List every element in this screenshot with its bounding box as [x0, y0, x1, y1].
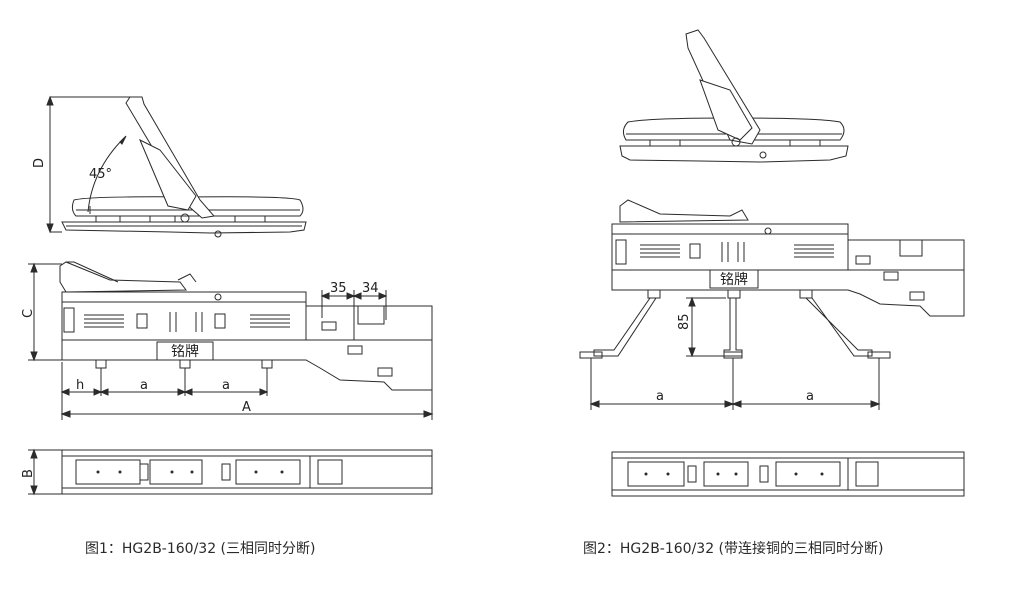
fig1-plan-fuse-1: [139, 463, 149, 481]
fig1-plan-fuse-2: [221, 463, 231, 481]
fig1-dim-A: A: [242, 400, 251, 415]
fig1-angle-arrow: [119, 135, 127, 145]
fig1-base: [61, 339, 433, 391]
fig1-angle-label: 45°: [89, 167, 112, 182]
fig1-nameplate: 铭牌: [171, 343, 199, 360]
fig2-body-screw: [764, 227, 772, 235]
fig1-side-view: 铭牌 C 35 34: [21, 261, 434, 420]
fig1-body-screw: [214, 293, 222, 301]
figure1-caption: 图1：HG2B-160/32 (三相同时分断): [85, 541, 316, 557]
fig1-C-label: C: [21, 309, 36, 318]
fig2-nameplate: 铭牌: [720, 271, 748, 288]
fig2-handle-bracket: [699, 79, 753, 141]
fig2-dim-a1: a: [656, 389, 664, 404]
fig1-slot-2: [214, 313, 226, 329]
fig1-springs: [84, 312, 290, 332]
fig2-plan-view: [611, 451, 965, 497]
fig2-springs: [640, 242, 834, 262]
fig2-plan-fuse-2: [759, 465, 769, 483]
fig1-dim-h: h: [76, 378, 84, 393]
fig1-terminal-screws: [321, 321, 393, 377]
fig2-leg-feet: [579, 351, 891, 370]
fig2-copper-legs: [593, 297, 873, 357]
fig1-dim-34: 34: [362, 281, 379, 296]
fig2-slot-1: [689, 243, 701, 259]
figure2: 铭牌 85: [579, 29, 965, 497]
fig1-D-arrows: [46, 95, 54, 234]
figure2-caption: 图2：HG2B-160/32 (带连接铜的三相同时分断): [583, 541, 884, 557]
fig2-terminal-block: [899, 239, 923, 257]
fig2-85-arrows: [688, 296, 696, 358]
fig1-handle-arm: [125, 96, 215, 219]
fig1-dim-35: 35: [330, 281, 347, 296]
fig1-slot-1: [136, 313, 148, 329]
fig2-top-housing: [622, 117, 845, 141]
fig2-plan-dots: [644, 472, 824, 476]
fig2-open-handle-view: [619, 29, 849, 163]
fig2-bolts: [647, 289, 813, 299]
fig2-dim-85: 85: [677, 313, 692, 330]
fig1-side-handle-line: [66, 261, 119, 283]
fig1-35-34-arrows: [320, 292, 388, 300]
fig2-base: [611, 269, 965, 317]
fig1-base-plate: [61, 221, 307, 234]
fig1-bottom-screw: [214, 230, 222, 238]
fig1-D-label: D: [32, 158, 47, 168]
fig1-side-handle: [59, 261, 187, 293]
fig2-dim-a2: a: [806, 389, 814, 404]
fig2-side-view: 铭牌 85: [579, 199, 965, 410]
fig2-bottom-screw: [759, 151, 767, 159]
fig1-plan-dots: [96, 470, 284, 474]
fig1-side-window: [63, 307, 75, 333]
fig1-side-clip: [177, 273, 197, 283]
fig1-open-handle-view: 45° D: [32, 95, 307, 238]
fig2-plan-contact-3: [775, 461, 841, 487]
fig1-bolts: [95, 359, 273, 376]
fig2-plan-contact-1: [627, 461, 685, 487]
figure1: 45° D: [21, 95, 434, 496]
fig2-pivot: [731, 137, 741, 147]
fig1-plan-outline: [61, 449, 433, 495]
fig2-right-terminal: [847, 239, 965, 271]
fig1-plan-contact-2: [149, 459, 203, 485]
fig2-nameplate-box: [709, 269, 759, 289]
fig2-plan-contact-2: [703, 461, 749, 487]
fig2-a-arrows: [589, 400, 881, 408]
fig2-terminal-screws: [855, 255, 925, 301]
fig1-dim-a2: a: [222, 378, 230, 393]
fig1-A-arrows: [60, 410, 434, 418]
fig1-terminal-block: [357, 305, 385, 325]
fig1-pivot: [180, 213, 190, 223]
fig1-plan-view: B: [21, 448, 433, 496]
fig1-B-label: B: [21, 469, 36, 478]
fig2-plan-terminal: [855, 461, 879, 487]
fig2-side-window: [615, 239, 627, 265]
fig1-plan-terminal: [317, 459, 343, 485]
fig2-base-plate: [619, 145, 849, 163]
fig1-C-arrows: [30, 262, 38, 362]
fig1-B-arrows: [30, 448, 38, 496]
fig2-plan-fuse-1: [687, 465, 697, 483]
fig1-top-housing: [71, 196, 304, 217]
fig1-posts: [95, 216, 266, 222]
fig1-h-a-arrows: [60, 388, 269, 396]
fig1-handle-bracket: [139, 138, 197, 211]
fig2-side-handle: [619, 199, 749, 223]
fig2-posts: [649, 140, 821, 146]
fig1-dim-a1: a: [140, 378, 148, 393]
fig1-right-terminal: [305, 305, 433, 341]
fig2-plan-outline: [611, 451, 965, 497]
fig1-angle-arc: [87, 137, 125, 213]
fig2-body: [611, 223, 849, 271]
fig1-body: [61, 291, 307, 341]
fig1-plan-contact-3: [235, 459, 301, 485]
